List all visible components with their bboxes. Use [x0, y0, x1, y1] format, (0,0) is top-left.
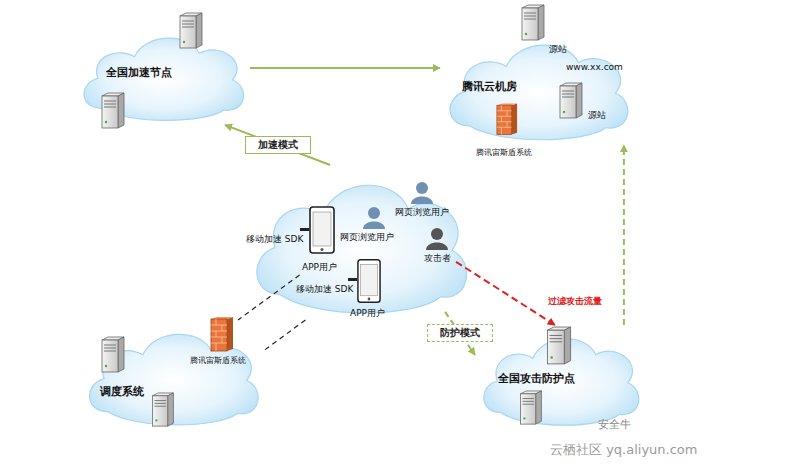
watermark: 云栖社区 yq.aliyun.com [550, 442, 697, 458]
user-label: 移动加速 SDK [246, 234, 303, 245]
region-title: 调度系统 [100, 385, 144, 398]
mode-box: 防护模式 [427, 324, 493, 342]
connector [265, 320, 305, 350]
cloud-outline [257, 185, 467, 313]
connector [250, 67, 440, 69]
origin-label: 源站 [549, 44, 567, 55]
cloud-outline [450, 45, 628, 140]
user-label: 攻击者 [424, 253, 451, 264]
user-label: APP用户 [350, 308, 385, 319]
connector [623, 145, 625, 325]
connector [456, 262, 555, 325]
firewall-label: 腾讯宙斯盾系统 [476, 148, 532, 158]
connector [238, 275, 300, 320]
origin-label: 源站 [588, 110, 606, 121]
connector [225, 125, 330, 165]
region-title: 全国加速节点 [106, 66, 172, 79]
region-title: 腾讯云机房 [462, 80, 517, 93]
user-label: 网页浏览用户 [395, 207, 449, 218]
cloud-region: 全国加速节点 [75, 25, 250, 125]
region-title: 全国攻击防护点 [498, 372, 575, 385]
cloud-region: 腾讯云机房 [440, 30, 635, 145]
user-label: 网页浏览用户 [340, 232, 394, 243]
watermark: 安全牛 [598, 418, 631, 431]
firewall-label: 腾讯宙斯盾系统 [190, 356, 246, 366]
domain-name: www.xx.com [566, 62, 623, 73]
mode-box: 加速模式 [245, 136, 311, 154]
user-label: 移动加速 SDK [296, 284, 353, 295]
filter-note: 过滤攻击流量 [548, 296, 602, 307]
user-label: APP用户 [302, 262, 337, 273]
